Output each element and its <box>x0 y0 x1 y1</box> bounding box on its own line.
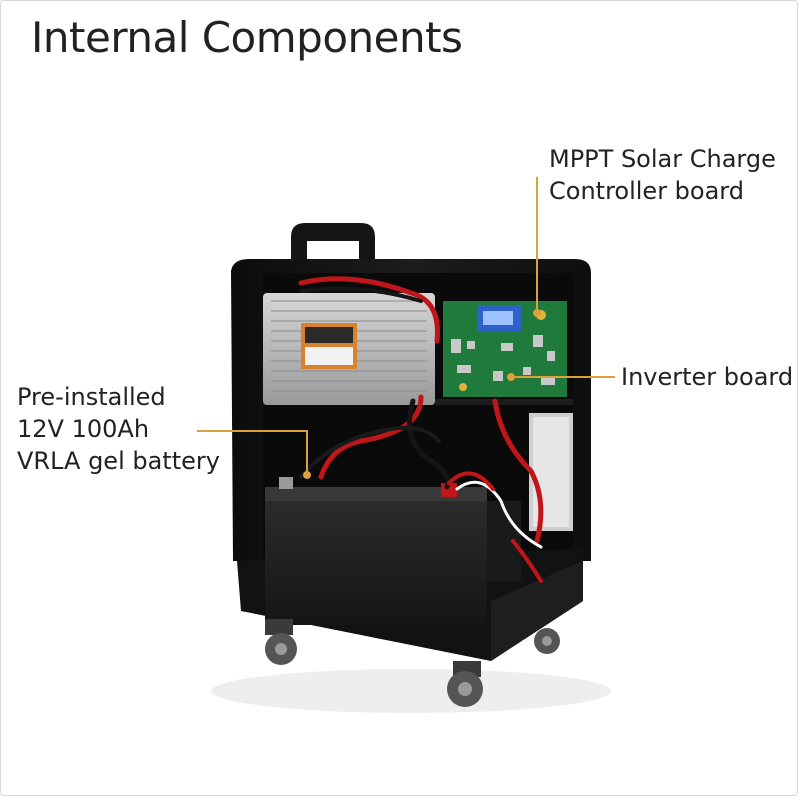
page-title: Internal Components <box>31 13 463 62</box>
carry-handle <box>291 223 375 263</box>
caster-wheels <box>265 619 560 707</box>
inverter-fins <box>271 300 427 392</box>
leader-lines <box>197 177 615 479</box>
label-battery-line2: 12V 100Ah <box>17 415 150 443</box>
leader-battery <box>197 430 308 473</box>
label-battery: Pre-installed 12V 100Ah VRLA gel battery <box>17 381 220 477</box>
vrla-battery <box>265 487 487 625</box>
label-mppt-line2: Controller board <box>549 177 744 205</box>
label-inverter-line1: Inverter board <box>621 363 794 391</box>
label-battery-line1: Pre-installed <box>17 383 166 411</box>
label-battery-line3: VRLA gel battery <box>17 447 220 475</box>
label-mppt-line1: MPPT Solar Charge <box>549 145 776 173</box>
label-mppt-controller: MPPT Solar Charge Controller board <box>549 143 776 207</box>
battery-terminal-negative <box>279 477 293 489</box>
cabinet-base-side <box>491 561 583 661</box>
label-inverter-board: Inverter board <box>621 361 793 393</box>
floor-shadow <box>211 669 611 713</box>
pcb-components <box>451 335 555 385</box>
cable-bundle <box>298 276 544 583</box>
